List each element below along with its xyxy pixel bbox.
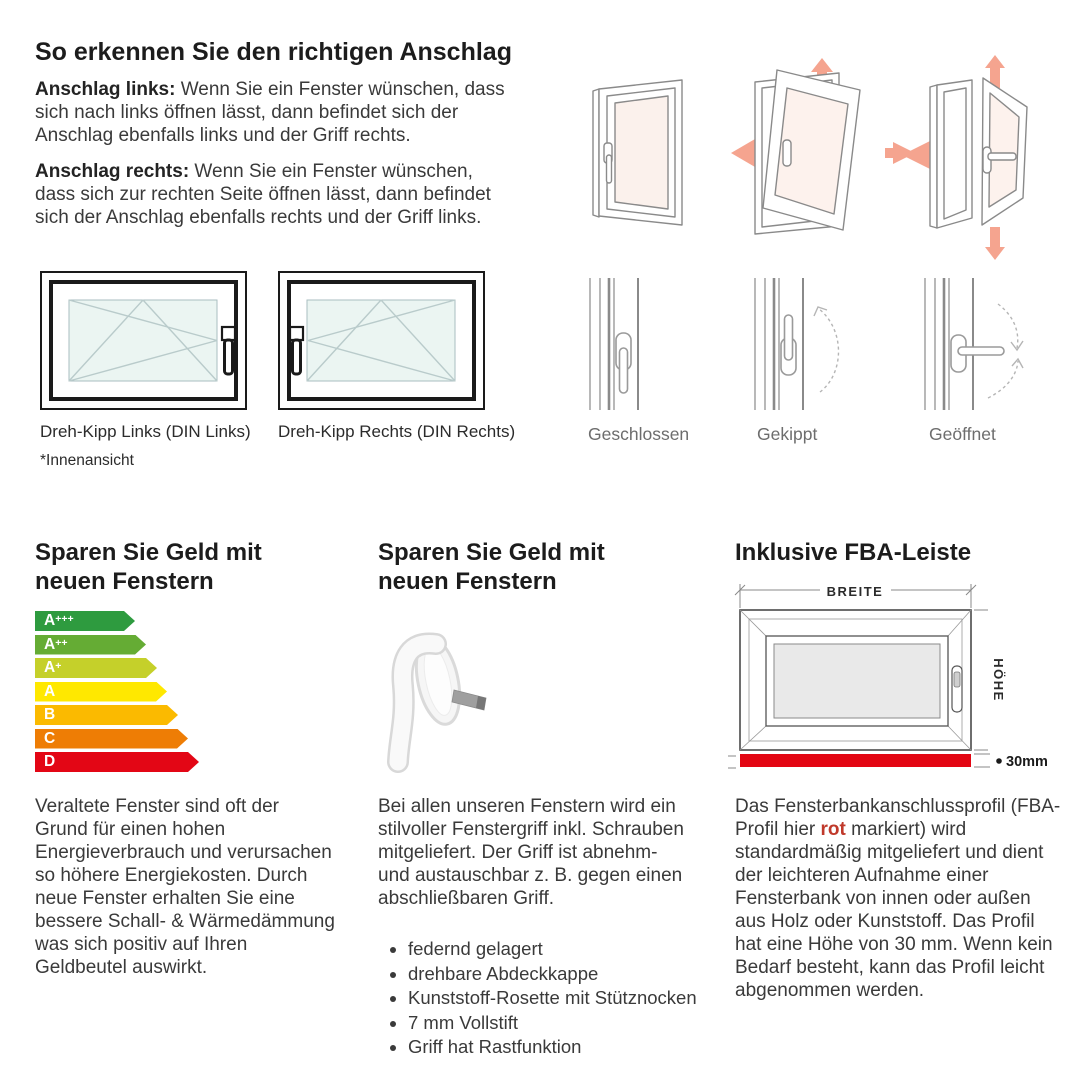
handle-lever-horizontal bbox=[957, 346, 1005, 356]
anschlag-links-label: Anschlag links: bbox=[35, 79, 176, 100]
window-diagram-din-links bbox=[40, 271, 247, 410]
glass-pane bbox=[614, 95, 669, 210]
window-handle-right bbox=[220, 325, 237, 376]
profile-dimension-lines bbox=[728, 753, 990, 769]
energy-section-title: Sparen Sie Geld mit neuen Fenstern bbox=[35, 538, 345, 596]
fba-section-title: Inklusive FBA-Leiste bbox=[735, 539, 972, 566]
closed-window-illustration bbox=[592, 79, 683, 226]
handle-lever bbox=[987, 152, 1017, 161]
list-item: federnd gelagert bbox=[408, 938, 723, 960]
energy-grade-sup: +++ bbox=[55, 613, 74, 625]
window-handle bbox=[951, 665, 963, 713]
glass-pane bbox=[773, 643, 941, 719]
handle-closed-icon bbox=[589, 278, 639, 410]
energy-grade-label: A bbox=[44, 635, 56, 653]
fba-profile-bar bbox=[740, 754, 971, 767]
arrow-head-down bbox=[1010, 340, 1024, 352]
page-title: So erkennen Sie den richtigen Anschlag bbox=[35, 38, 512, 66]
glass-pane bbox=[68, 299, 218, 382]
energy-section-text: Veraltete Fenster sind oft der Grund für… bbox=[35, 796, 335, 978]
window-diagram-din-rechts bbox=[278, 271, 485, 410]
window-handle-left bbox=[288, 325, 305, 376]
caption-din-rechts: Dreh-Kipp Rechts (DIN Rechts) bbox=[278, 422, 516, 441]
rotation-arrow-arc-lower bbox=[987, 360, 1019, 399]
state-label-opened: Geöffnet bbox=[929, 424, 996, 444]
rotation-arrow-arc bbox=[817, 307, 840, 393]
handle-lever bbox=[389, 634, 445, 771]
tilt-turn-lines bbox=[306, 299, 456, 382]
energy-row: A bbox=[35, 682, 167, 702]
title-line-1: Sparen Sie Geld mit bbox=[35, 539, 262, 566]
handle-tilted-icon bbox=[754, 278, 840, 410]
height-label: HÖHE bbox=[991, 658, 1006, 702]
fba-highlight-rot: rot bbox=[820, 819, 846, 840]
height-dimension-lines bbox=[974, 609, 988, 751]
energy-row: A+ bbox=[35, 658, 157, 678]
anschlag-rechts-text: Wenn Sie ein Fenster wünschen, dass sich… bbox=[35, 161, 491, 228]
title-line-2: neuen Fenstern bbox=[35, 568, 214, 595]
title-line-2: neuen Fenstern bbox=[378, 568, 557, 595]
arrow-head bbox=[813, 306, 828, 317]
corner-miters bbox=[739, 609, 972, 751]
handle-lever bbox=[782, 139, 792, 167]
state-label-closed: Geschlossen bbox=[588, 424, 690, 444]
profile-height-label: 30mm bbox=[1006, 754, 1048, 770]
griff-bullet-list: federnd gelagert drehbare AbdeckkappeKuns… bbox=[378, 938, 723, 1061]
dimension-dot bbox=[996, 758, 1002, 764]
state-label-tilted: Gekippt bbox=[757, 424, 818, 444]
handle-lever-down bbox=[618, 347, 629, 394]
anschlag-rechts-label: Anschlag rechts: bbox=[35, 161, 190, 182]
handle-opened-icon bbox=[924, 278, 1024, 410]
rotation-arrow-arc-upper bbox=[997, 303, 1019, 349]
anschlag-links-paragraph: Anschlag links: Wenn Sie ein Fenster wün… bbox=[35, 78, 515, 147]
glass-pane bbox=[306, 299, 456, 382]
glass-pane bbox=[774, 87, 849, 215]
tilted-window-illustration bbox=[731, 58, 915, 235]
list-item: drehbare Abdeckkappe bbox=[408, 963, 723, 985]
energy-grade-label: A bbox=[44, 682, 56, 700]
energy-row: B bbox=[35, 705, 178, 725]
innenansicht-note: *Innenansicht bbox=[40, 452, 134, 469]
energy-grade-sup: ++ bbox=[55, 636, 68, 649]
energy-row: A+++ bbox=[35, 611, 135, 631]
fba-section-text: Das Fensterbankanschlussprofil (FBA-Prof… bbox=[735, 795, 1065, 1002]
title-line-1: Sparen Sie Geld mit bbox=[378, 539, 605, 566]
fba-window-diagram: BREITE HÖHE 30mm bbox=[728, 584, 1048, 770]
energy-row: C bbox=[35, 729, 188, 749]
griff-section-title: Sparen Sie Geld mit neuen Fenstern bbox=[378, 538, 698, 596]
anschlag-links-text: Wenn Sie ein Fenster wünschen, dass sich… bbox=[35, 79, 505, 146]
list-item: 7 mm Vollstift bbox=[408, 1012, 723, 1034]
energy-grade-label: C bbox=[44, 729, 56, 747]
energy-grade-sup: + bbox=[55, 660, 62, 672]
arrow-head-up bbox=[1011, 357, 1024, 369]
handle-lever-up bbox=[783, 314, 794, 361]
energy-grade-label: B bbox=[44, 706, 56, 724]
anschlag-rechts-paragraph: Anschlag rechts: Wenn Sie ein Fenster wü… bbox=[35, 160, 515, 229]
energy-grade-label: A bbox=[44, 612, 56, 630]
griff-section-text: Bei allen unseren Fenstern wird ein stil… bbox=[378, 796, 684, 909]
fba-text-after: markiert) wird standardmäßig mitgeliefer… bbox=[735, 819, 1053, 1001]
width-label: BREITE bbox=[827, 584, 884, 599]
opened-window-illustration bbox=[902, 55, 1028, 260]
energy-grade-label: D bbox=[44, 753, 56, 771]
caption-din-links: Dreh-Kipp Links (DIN Links) bbox=[40, 422, 251, 441]
width-dimension-lines bbox=[734, 584, 977, 608]
tilt-turn-lines bbox=[68, 299, 218, 382]
list-item: Griff hat Rastfunktion bbox=[408, 1036, 723, 1058]
energy-row: A++ bbox=[35, 635, 146, 655]
handle-lever bbox=[605, 154, 613, 184]
energy-grade-label: A bbox=[44, 659, 56, 677]
list-item: Kunststoff-Rosette mit Stütznocken bbox=[408, 987, 723, 1009]
fba-text-before: Das Fensterbankanschlussprofil (FBA-Prof… bbox=[735, 796, 1061, 840]
window-handle-photo bbox=[387, 632, 487, 773]
energy-row: D bbox=[35, 752, 199, 772]
